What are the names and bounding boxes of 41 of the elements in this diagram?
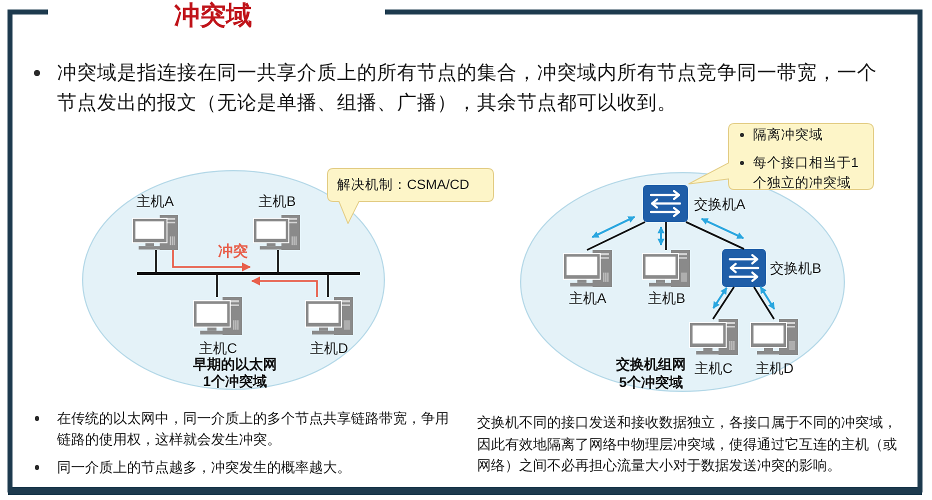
connector-line — [155, 250, 157, 272]
connector-line — [712, 286, 735, 320]
caption-text: 早期的以太网 — [193, 356, 277, 372]
speech-bubble — [688, 123, 874, 190]
connector-line — [586, 221, 646, 251]
collision-label: 冲突 — [218, 243, 248, 261]
connector-line — [686, 221, 744, 250]
switch-label: 交换机B — [770, 260, 822, 276]
connector-line — [665, 222, 667, 250]
bullet-text: 同一介质上的节点越多，冲突发生的概率越大。 — [57, 458, 352, 477]
host-label: 主机D — [756, 360, 794, 376]
callout-text: 隔离冲突域 — [753, 127, 823, 144]
host-label: 主机D — [310, 340, 348, 356]
connector-line — [327, 275, 329, 297]
caption-text: 5个冲突域 — [619, 374, 683, 390]
bullet-text: 在传统的以太网中，同一介质上的多个节点共享链路带宽，争用链路的使用权，这样就会发生冲突。 — [57, 409, 450, 449]
host-label: 主机C — [694, 360, 733, 376]
callout-text: 解决机制：CSMA/CD — [337, 177, 470, 194]
bullet-text: 冲突域是指连接在同一共享介质上的所有节点的集合，冲突域内所有节点竞争同一带宽，一个节点发出的报文（无论是单播、组播、广播），其余节点都可以收到。 — [57, 61, 878, 116]
bus-line — [137, 272, 360, 275]
page-title: 冲突域 — [174, 1, 252, 31]
host-label: 主机B — [648, 290, 686, 306]
body-text: 交换机不同的接口发送和接收数据独立，各接口属于不同的冲突域，因此有效地隔离了网络中物理层冲突域，使得通过它互连的主机（或网络）之间不必再担心流量大小对于数据发送冲突的影响。 — [477, 414, 898, 475]
caption-text: 交换机组网 — [616, 356, 686, 372]
host-label: 主机B — [258, 192, 296, 210]
speech-bubble — [327, 168, 494, 224]
double-arrow — [700, 218, 744, 240]
host-label: 主机A — [569, 290, 606, 306]
double-arrow — [712, 287, 728, 309]
caption-text: 1个冲突域 — [203, 372, 267, 390]
double-arrow — [658, 226, 664, 246]
arrow — [251, 276, 318, 297]
host-label: 主机A — [136, 192, 174, 210]
double-arrow — [760, 286, 776, 310]
connector-line — [753, 286, 775, 320]
connector-line — [216, 275, 218, 297]
connector-line — [277, 250, 279, 272]
host-label: 主机C — [199, 340, 238, 356]
switch-label: 交换机A — [694, 196, 746, 212]
double-arrow — [592, 216, 636, 238]
callout-text: 每个接口相当于1个独立的冲突域 — [753, 154, 860, 192]
